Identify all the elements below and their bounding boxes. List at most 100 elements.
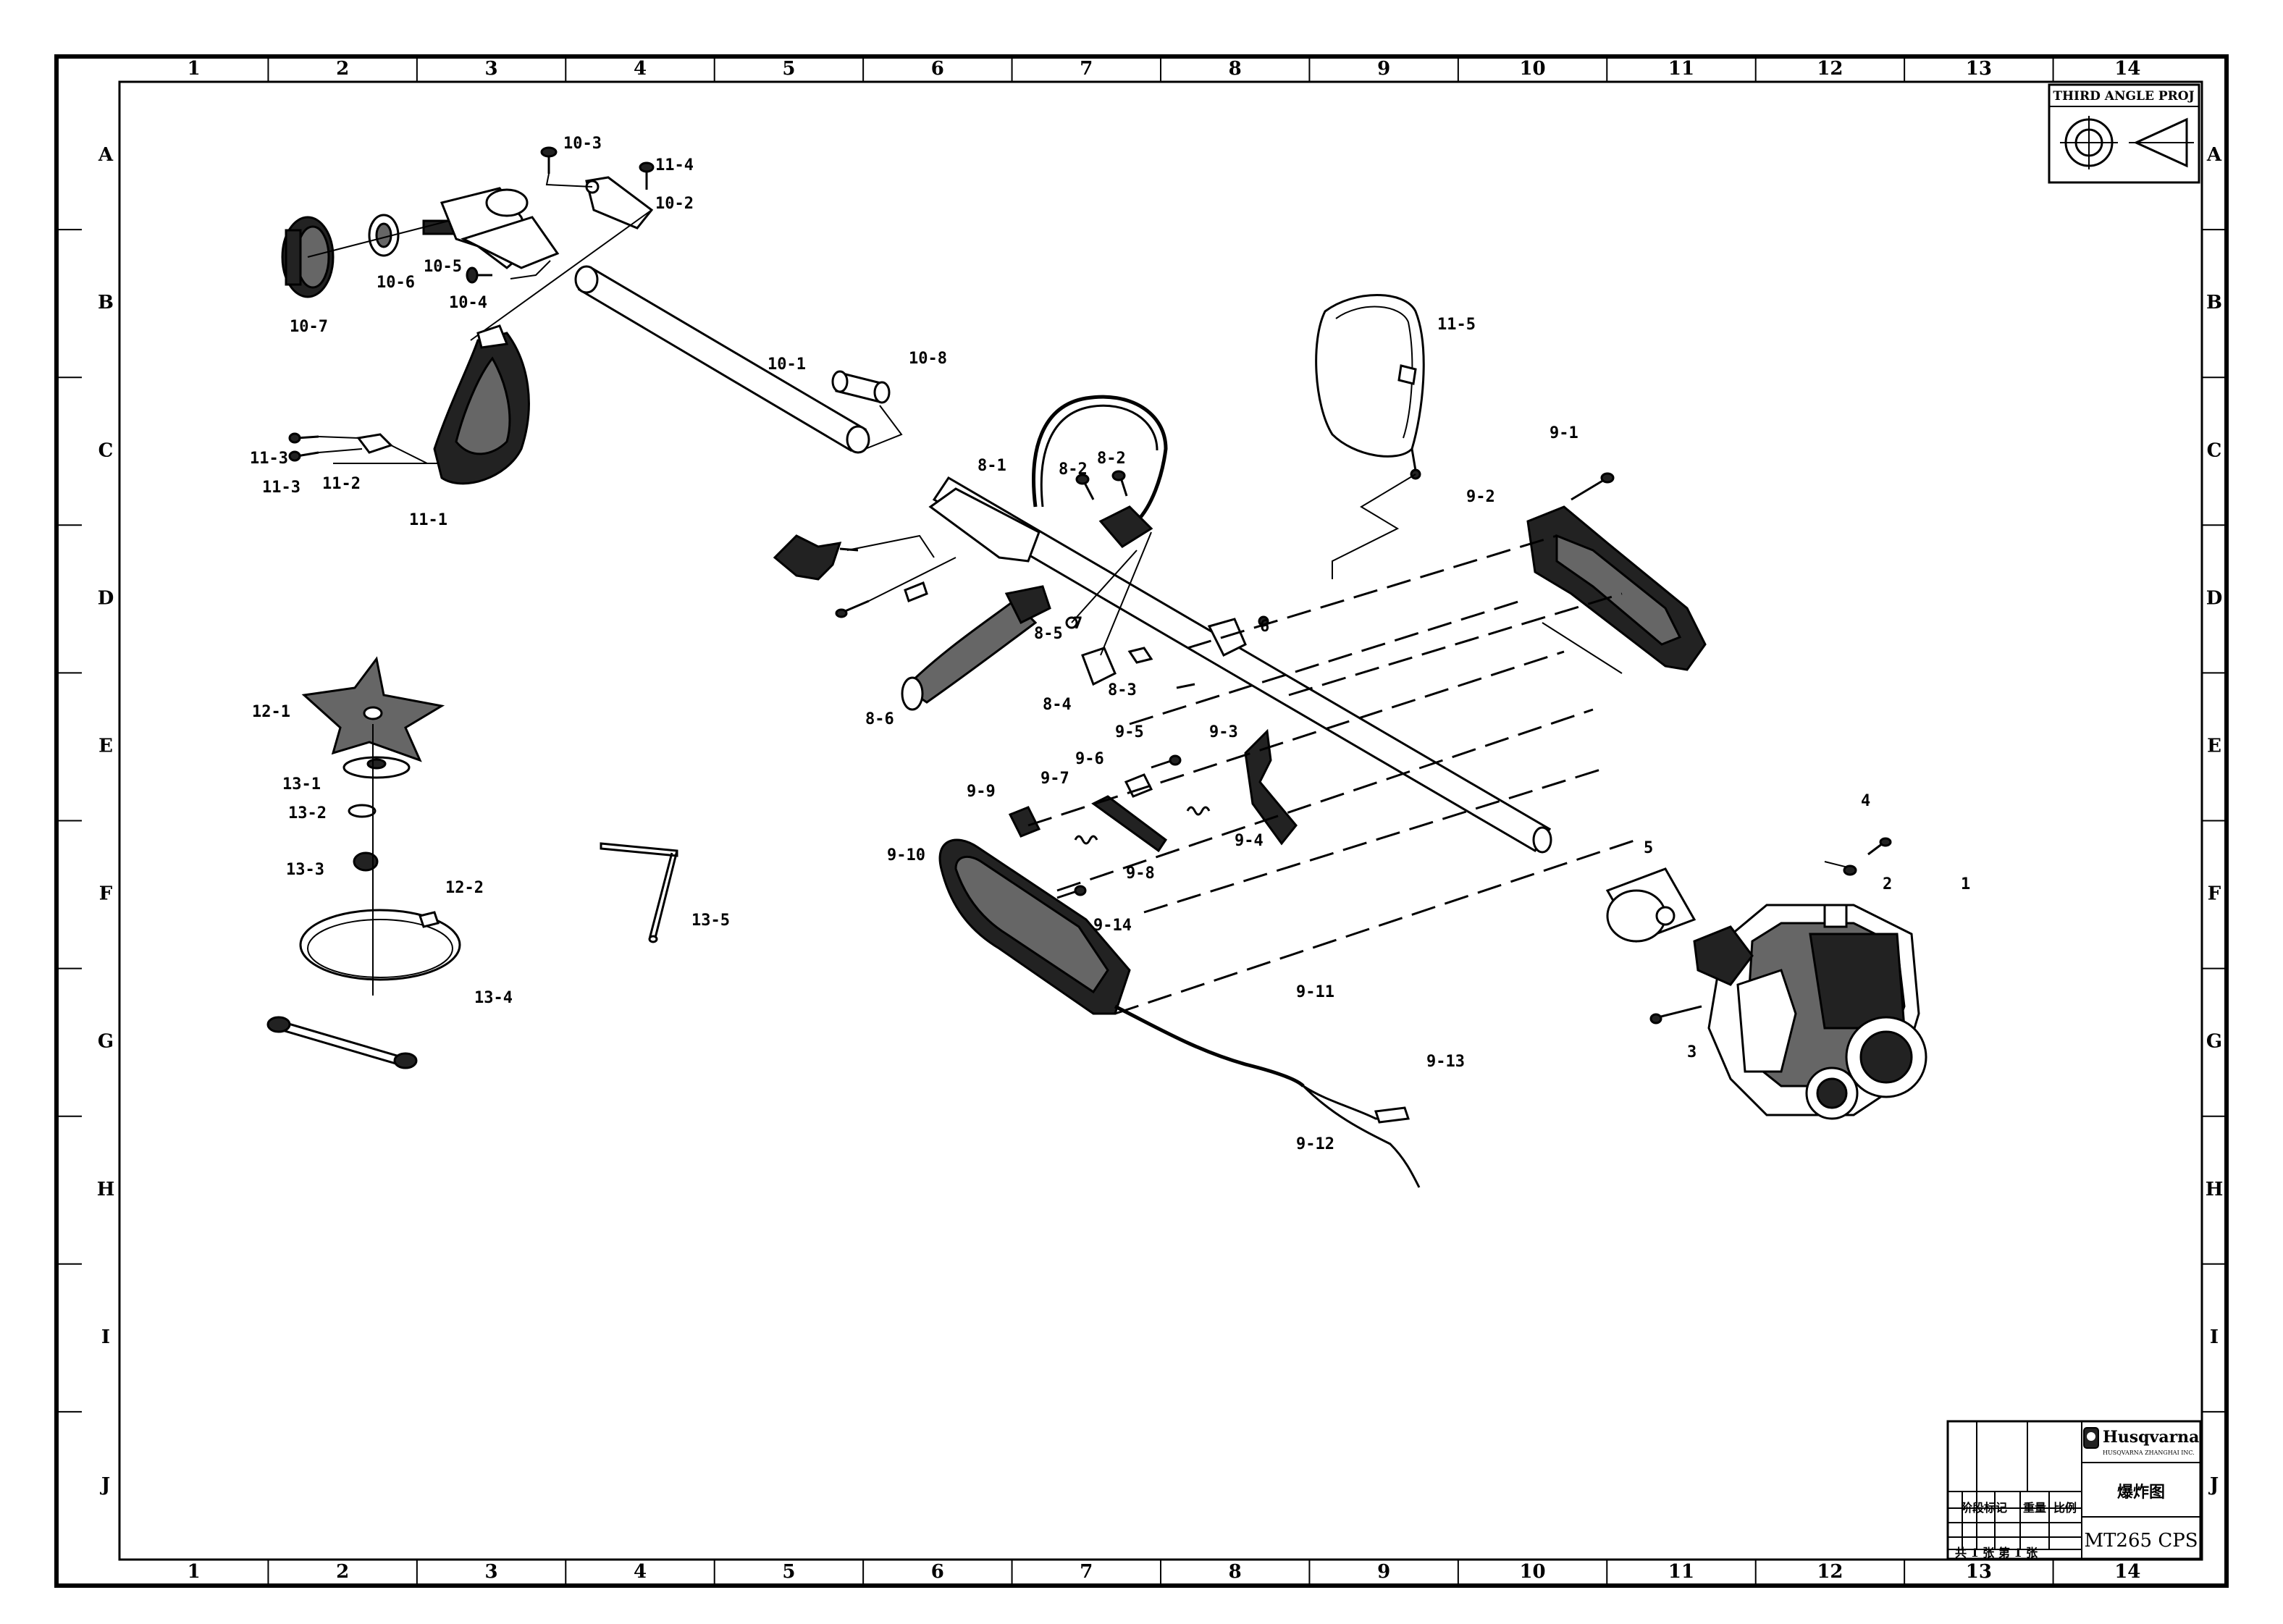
part-label-8-2: 8-2 — [1059, 460, 1088, 479]
column-label-top: 13 — [1966, 58, 1992, 80]
drawing-title: 爆炸图 — [2117, 1483, 2165, 1502]
title-block: 阶段标记 重量 比例 共 1 张 第 1 张 Husqvarna HUSQVAR… — [1946, 1420, 2202, 1560]
column-label-bottom: 13 — [1966, 1561, 1992, 1583]
part-label-4: 4 — [1861, 792, 1870, 810]
part-label-9-5: 9-5 — [1115, 723, 1144, 741]
part-label-8-6: 8-6 — [865, 710, 894, 728]
part-label-13-1: 13-1 — [282, 775, 321, 794]
part-label-5: 5 — [1644, 839, 1653, 857]
part-label-10-6: 10-6 — [377, 274, 415, 292]
trimmer-head-assembly — [281, 146, 655, 298]
column-label-bottom: 12 — [1817, 1561, 1843, 1583]
column-label-top: 1 — [188, 58, 201, 80]
row-label-right: D — [2206, 587, 2223, 609]
part-label-10-7: 10-7 — [290, 318, 328, 336]
row-label-right: F — [2208, 883, 2221, 905]
brand-name: Husqvarna — [2103, 1428, 2199, 1447]
part-label-8-3: 8-3 — [1108, 681, 1137, 699]
projection-label: THIRD ANGLE PROJ — [2053, 89, 2194, 104]
part-label-13-3: 13-3 — [286, 861, 324, 879]
part-label-3: 3 — [1687, 1043, 1697, 1061]
row-label-right: G — [2206, 1031, 2222, 1053]
part-label-13-2: 13-2 — [288, 804, 327, 822]
throttle-handle-lower — [938, 838, 1131, 1015]
drive-shaft-tube — [470, 209, 903, 454]
part-label-9-8: 9-8 — [1126, 864, 1155, 883]
engine-assembly — [1605, 837, 1927, 1120]
column-label-top: 12 — [1817, 58, 1843, 80]
part-label-10-8: 10-8 — [909, 350, 947, 368]
part-label-13-4: 13-4 — [474, 989, 513, 1007]
part-label-8-4: 8-4 — [1043, 696, 1072, 714]
row-label-right: I — [2210, 1326, 2219, 1348]
part-label-9-13: 9-13 — [1426, 1053, 1465, 1071]
column-label-bottom: 5 — [782, 1561, 795, 1583]
projection-symbol: THIRD ANGLE PROJ — [2048, 83, 2200, 184]
column-label-top: 6 — [931, 58, 944, 80]
column-label-bottom: 8 — [1229, 1561, 1242, 1583]
column-label-top: 4 — [634, 58, 647, 80]
throttle-handle-upper — [1526, 472, 1707, 671]
loop-handle-assembly — [773, 395, 1195, 711]
part-label-11-5: 11-5 — [1437, 316, 1476, 334]
column-label-bottom: 14 — [2114, 1561, 2140, 1583]
row-label-left: G — [98, 1031, 114, 1053]
part-label-9-6: 9-6 — [1075, 750, 1104, 768]
part-label-12-1: 12-1 — [252, 703, 290, 721]
part-label-9-11: 9-11 — [1296, 983, 1334, 1001]
column-label-top: 2 — [336, 58, 349, 80]
row-label-right: E — [2207, 735, 2221, 757]
part-label-9-7: 9-7 — [1040, 770, 1069, 788]
part-label-11-3: 11-3 — [250, 450, 288, 468]
column-label-top: 7 — [1080, 58, 1093, 80]
column-label-bottom: 2 — [336, 1561, 349, 1583]
part-label-9-14: 9-14 — [1093, 917, 1132, 935]
husqvarna-logo-icon — [2083, 1427, 2099, 1449]
throttle-cable — [1114, 1004, 1421, 1188]
row-label-left: J — [100, 1474, 110, 1496]
part-label-11-4: 11-4 — [655, 156, 694, 174]
part-label-11-1: 11-1 — [409, 511, 447, 529]
row-label-right: J — [2208, 1474, 2219, 1496]
column-label-top: 10 — [1519, 58, 1545, 80]
column-label-bottom: 9 — [1377, 1561, 1390, 1583]
column-label-top: 11 — [1668, 58, 1694, 80]
part-label-9-10: 9-10 — [887, 846, 925, 864]
part-label-13-5: 13-5 — [691, 912, 730, 930]
column-label-top: 9 — [1377, 58, 1390, 80]
stage-mark-header: 阶段标记 — [1961, 1501, 2007, 1515]
row-label-right: C — [2207, 439, 2222, 461]
part-label-9-9: 9-9 — [967, 783, 996, 801]
row-label-right: H — [2206, 1179, 2224, 1200]
part-label-8-2: 8-2 — [1097, 450, 1126, 468]
part-label-9-4: 9-4 — [1235, 832, 1264, 850]
column-label-top: 14 — [2114, 58, 2140, 80]
part-label-9-2: 9-2 — [1466, 488, 1495, 506]
row-label-left: D — [98, 587, 114, 609]
part-label-10-5: 10-5 — [424, 258, 462, 276]
part-label-2: 2 — [1883, 875, 1892, 893]
row-label-left: F — [99, 883, 113, 905]
sheet-info: 共 1 张 第 1 张 — [1955, 1546, 2038, 1560]
part-label-9-12: 9-12 — [1296, 1135, 1334, 1153]
scale-header: 比例 — [2053, 1501, 2077, 1515]
part-label-10-4: 10-4 — [449, 294, 487, 312]
part-label-11-2: 11-2 — [322, 475, 361, 493]
blade-assembly — [266, 656, 678, 1069]
part-label-9-3: 9-3 — [1209, 723, 1238, 741]
part-label-11-3: 11-3 — [262, 479, 300, 497]
column-label-top: 5 — [782, 58, 795, 80]
part-label-7: 7 — [1073, 615, 1082, 633]
column-label-bottom: 3 — [485, 1561, 498, 1583]
harness-strap — [1315, 294, 1425, 579]
assembly-dashed-lines — [1027, 534, 1637, 1015]
column-label-bottom: 10 — [1519, 1561, 1545, 1583]
grass-guard — [288, 324, 530, 485]
row-label-right: B — [2206, 292, 2222, 314]
column-grid-lines — [56, 56, 2227, 1586]
